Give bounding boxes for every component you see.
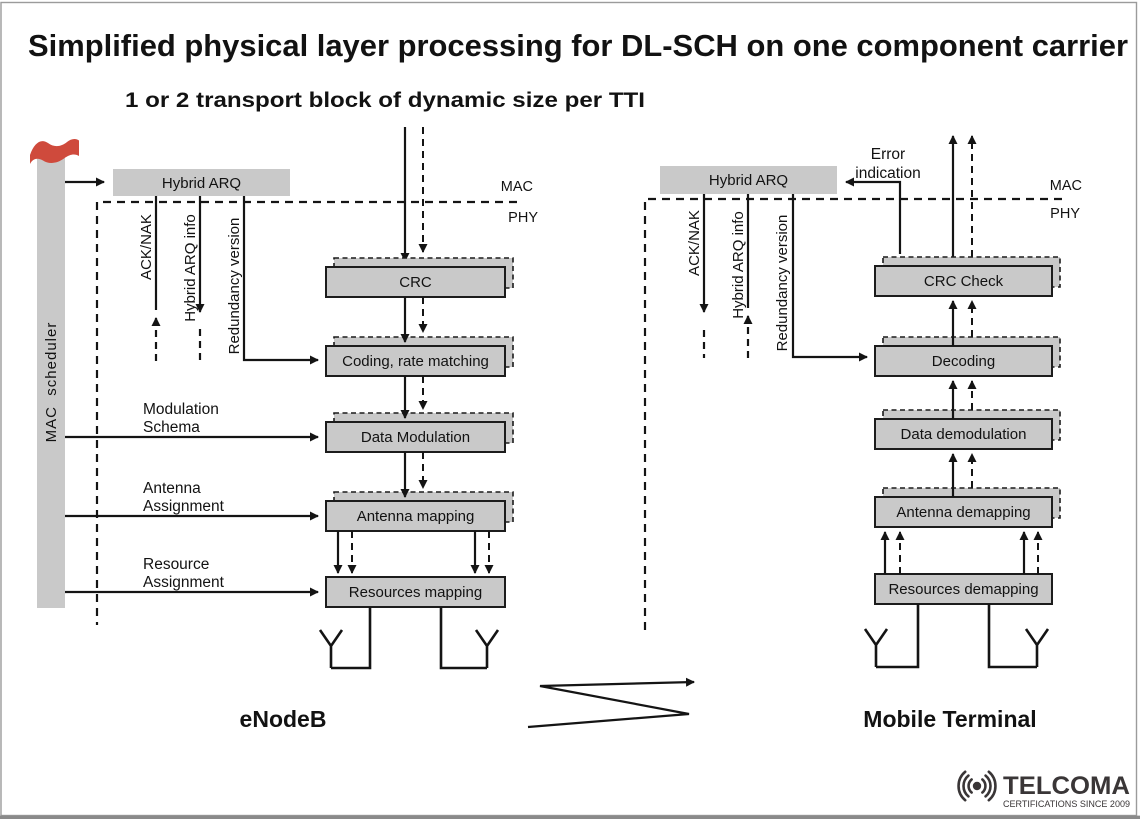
mac-scheduler-label: MAC scheduler — [43, 322, 60, 443]
antenna-icon — [863, 628, 889, 667]
enodeb-phy-label: PHY — [508, 210, 538, 226]
enodeb-box-resources-mapping: Resources mapping — [325, 576, 506, 608]
radio-waves-icon — [957, 770, 997, 802]
ue-box-data-demodulation: Data demodulation — [874, 409, 1061, 450]
ue-phy-label: PHY — [1050, 206, 1080, 222]
ue-redundancy-version-label: Redundancy version — [774, 215, 791, 352]
ue-mac-phy-boundary — [643, 197, 1062, 633]
logo-tagline: CERTIFICATIONS SINCE 2009 — [1003, 799, 1130, 810]
enodeb-box-coding: Coding, rate matching — [325, 336, 514, 377]
svg-text:Decoding: Decoding — [932, 353, 995, 370]
enodeb-chain-arrows — [333, 297, 494, 574]
mac-scheduler-bar — [37, 158, 65, 608]
ue-ack-nak-label: ACK/NAK — [686, 210, 703, 276]
ue-redundancy-version-line — [791, 194, 868, 362]
enodeb-box-data-modulation: Data Modulation — [325, 412, 514, 453]
ue-harq-info-label: Hybrid ARQ info — [730, 211, 747, 319]
antenna-icon — [1024, 628, 1050, 667]
svg-text:Modulation: Modulation — [143, 401, 219, 418]
ue-box-crc-check: CRC Check — [874, 256, 1061, 297]
modulation-schema-input: Modulation Schema — [65, 401, 319, 442]
svg-text:Resource: Resource — [143, 556, 209, 573]
red-flag-icon — [30, 138, 79, 164]
svg-text:Assignment: Assignment — [143, 498, 225, 515]
svg-text:Data Modulation: Data Modulation — [361, 429, 470, 446]
svg-text:Resources mapping: Resources mapping — [349, 584, 482, 601]
error-indication-arrow — [845, 177, 902, 254]
enodeb-box-antenna-mapping: Antenna mapping — [325, 491, 514, 532]
resource-assignment-input: Resource Assignment — [65, 556, 319, 597]
enodeb-hybrid-arq-box — [113, 169, 290, 196]
enodeb-label: eNodeB — [240, 706, 327, 732]
svg-text:Antenna demapping: Antenna demapping — [896, 504, 1030, 521]
svg-text:CRC: CRC — [399, 274, 432, 291]
antenna-icon — [474, 629, 500, 668]
enodeb-harq-info-label: Hybrid ARQ info — [182, 214, 199, 322]
enodeb-mac-phy-boundary — [95, 200, 517, 625]
logo-text: TELCOMA — [1003, 772, 1130, 800]
error-indication-label-1: Error — [871, 146, 905, 163]
mobile-terminal-section: Hybrid ARQ Error indication MAC PHY ACK/… — [643, 135, 1082, 732]
enodeb-section: MAC scheduler Hybrid ARQ MAC PHY ACK/NAK… — [30, 127, 538, 732]
error-indication-label-2: indication — [855, 165, 921, 182]
diagram-title: Simplified physical layer processing for… — [28, 28, 1128, 63]
ue-hybrid-arq-box — [660, 166, 837, 194]
enodeb-ack-nak-label: ACK/NAK — [138, 214, 155, 280]
air-interface-arrow — [527, 677, 695, 729]
ue-mac-label: MAC — [1050, 178, 1082, 194]
antenna-icon — [318, 629, 344, 668]
antenna-assignment-input: Antenna Assignment — [65, 480, 319, 521]
ue-chain-arrows — [880, 300, 1043, 574]
svg-text:Resources demapping: Resources demapping — [888, 581, 1038, 598]
ue-box-resources-demapping: Resources demapping — [874, 573, 1053, 605]
enodeb-hybrid-arq-label: Hybrid ARQ — [162, 175, 241, 192]
mobile-terminal-label: Mobile Terminal — [863, 706, 1036, 732]
svg-text:CRC Check: CRC Check — [924, 273, 1004, 290]
svg-text:Schema: Schema — [143, 419, 200, 436]
svg-text:Antenna: Antenna — [143, 480, 201, 497]
enodeb-antenna-feeds — [331, 607, 487, 670]
enodeb-redundancy-version-line — [242, 196, 319, 365]
ue-box-antenna-demapping: Antenna demapping — [874, 487, 1061, 528]
enodeb-redundancy-version-label: Redundancy version — [226, 218, 243, 355]
svg-text:Antenna mapping: Antenna mapping — [357, 508, 475, 525]
svg-text:Data demodulation: Data demodulation — [901, 426, 1027, 443]
ue-box-decoding: Decoding — [874, 336, 1061, 377]
diagram-subtitle: 1 or 2 transport block of dynamic size p… — [125, 89, 645, 112]
telcoma-logo: TELCOMA CERTIFICATIONS SINCE 2009 — [957, 770, 1130, 810]
enodeb-mac-label: MAC — [501, 179, 533, 195]
enodeb-box-crc: CRC — [325, 257, 514, 298]
ue-hybrid-arq-label: Hybrid ARQ — [709, 172, 788, 189]
svg-text:Coding, rate matching: Coding, rate matching — [342, 353, 489, 370]
ue-antenna-feeds — [876, 604, 1037, 669]
svg-text:Assignment: Assignment — [143, 574, 225, 591]
